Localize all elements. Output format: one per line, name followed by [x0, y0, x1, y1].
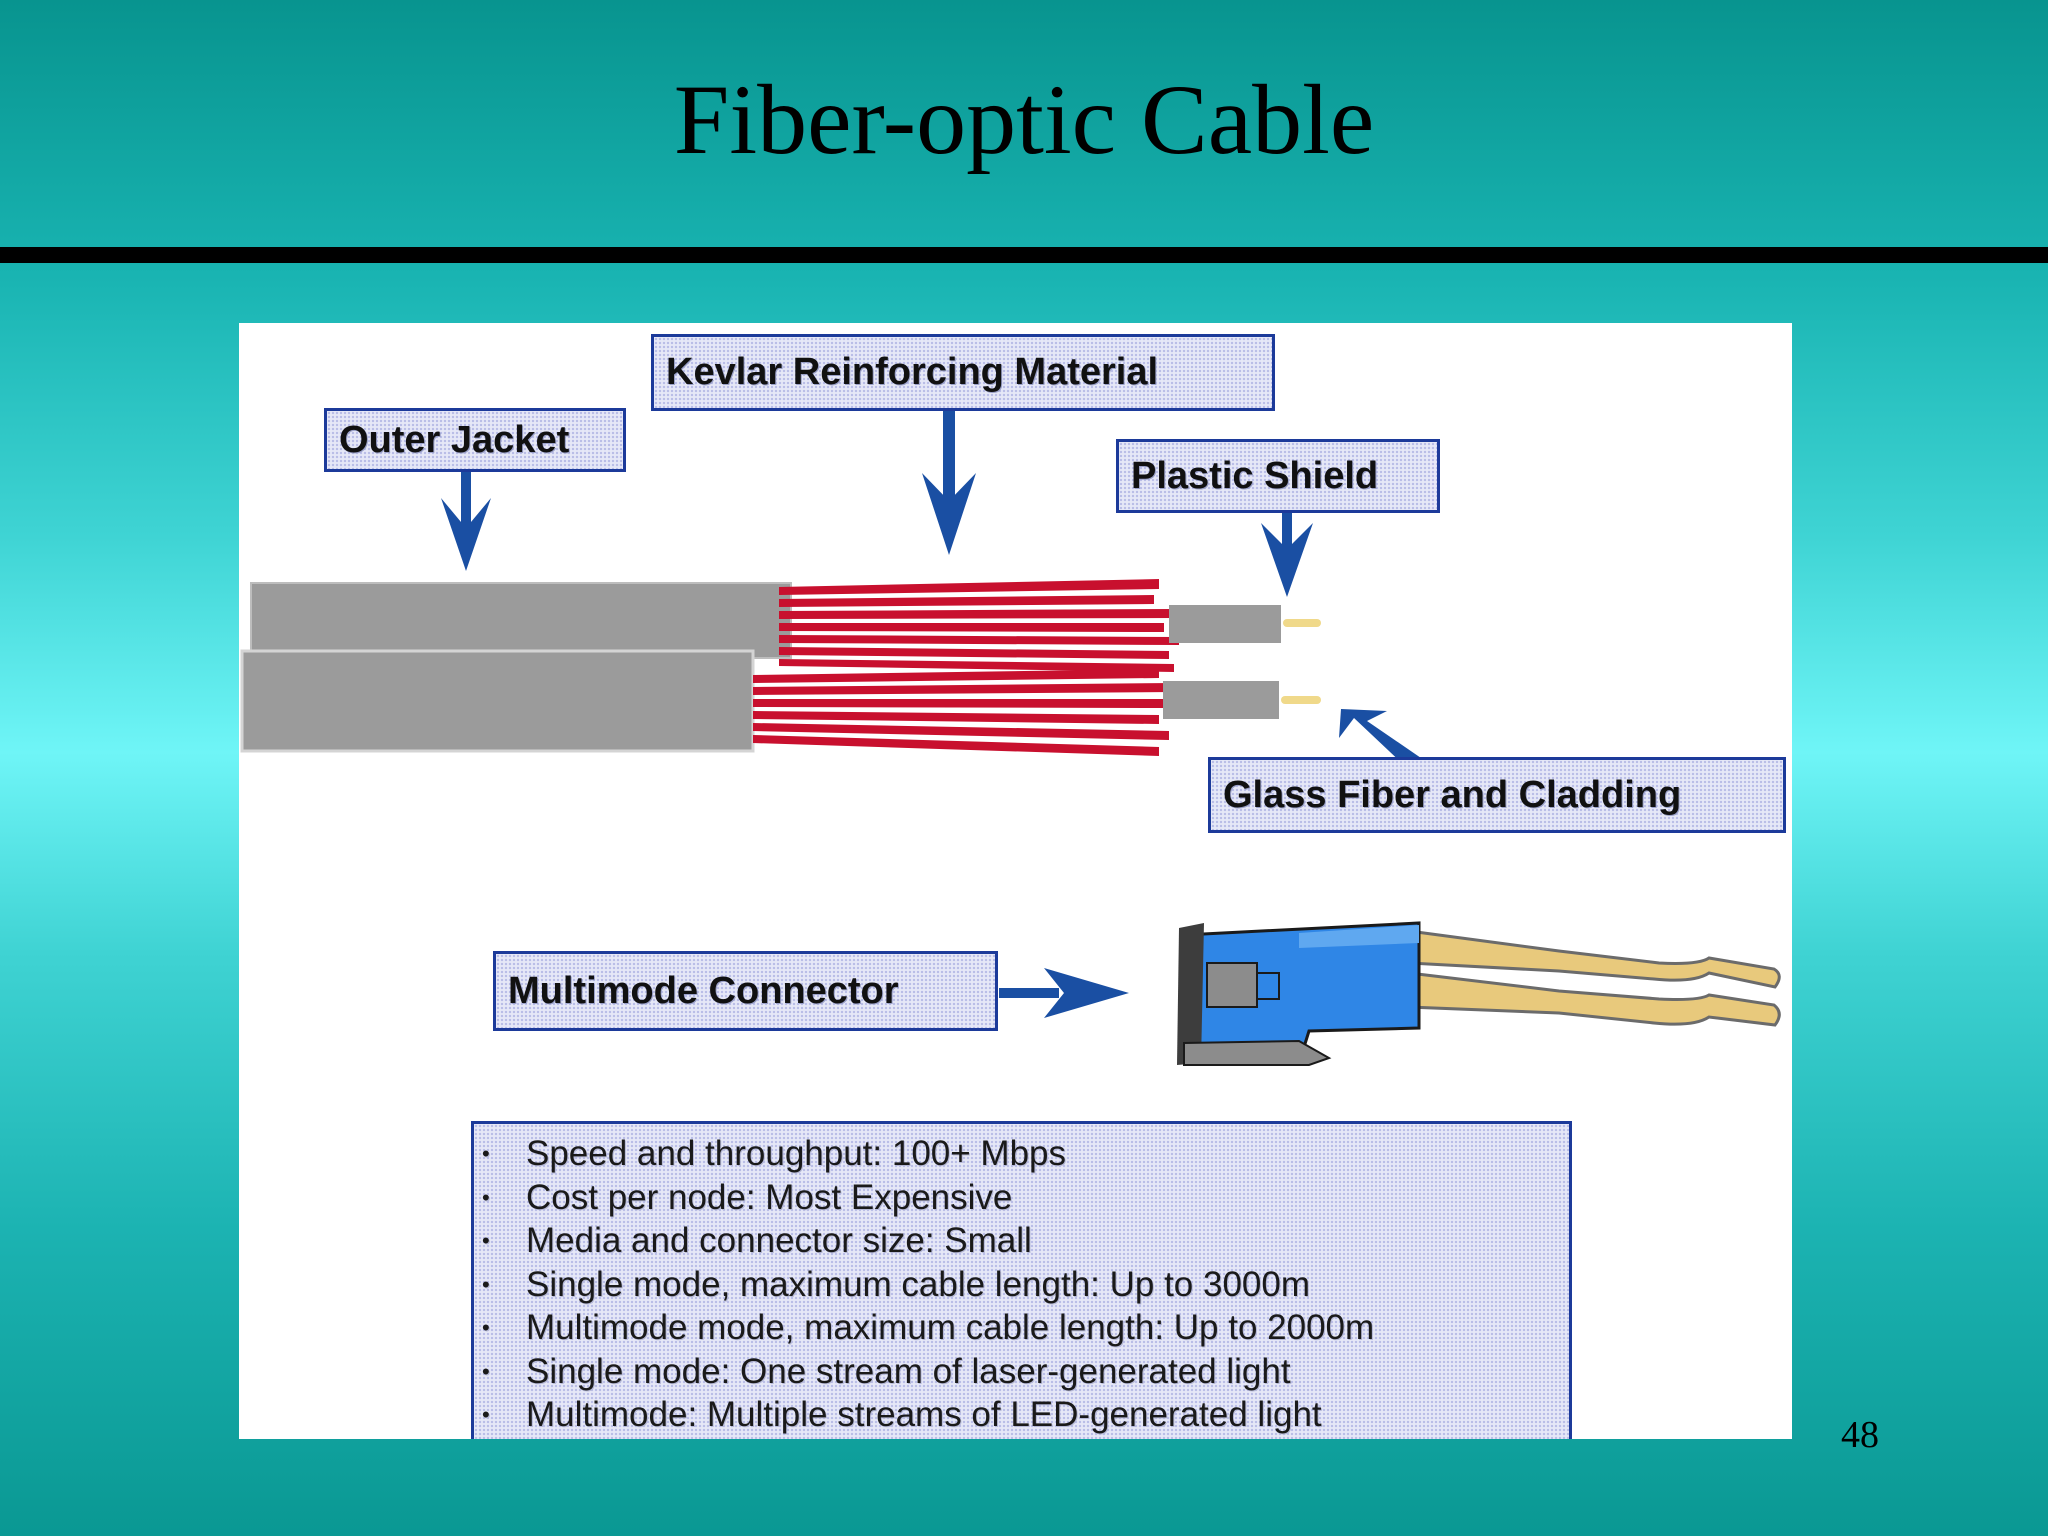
callout-arrows — [441, 411, 1421, 1018]
callout-glass-fiber: Glass Fiber and Cladding — [1208, 757, 1786, 833]
multimode-connector-graphic — [1177, 921, 1781, 1066]
spec-item: • Multimode mode, maximum cable length: U… — [478, 1306, 1569, 1350]
glass-fiber-tips — [1281, 619, 1321, 704]
cable-specs-box: • Speed and throughput: 100+ Mbps • Cost p… — [471, 1121, 1572, 1439]
callout-plastic-shield: Plastic Shield — [1116, 439, 1440, 513]
spec-text: Media and connector size: Small — [526, 1221, 1032, 1260]
spec-text: Speed and throughput: 100+ Mbps — [526, 1134, 1067, 1173]
spec-item: • Single mode, maximum cable length: Up t… — [478, 1263, 1569, 1307]
spec-text: Multimode: Multiple streams of LED-gener… — [526, 1395, 1322, 1434]
slide-title: Fiber-optic Cable — [673, 64, 1375, 175]
spec-item: • Media and connector size: Small — [478, 1219, 1569, 1263]
spec-text: Single mode, maximum cable length: Up to… — [526, 1264, 1311, 1304]
spec-text: Multimode mode, maximum cable length: Up… — [526, 1308, 1375, 1347]
outer-jacket-arrow — [441, 468, 491, 571]
bullet-icon: • — [482, 1402, 490, 1427]
kevlar-arrow — [922, 411, 976, 555]
bullet-icon: • — [482, 1184, 490, 1210]
bullet-icon: • — [482, 1315, 490, 1340]
kevlar-strands-lower — [753, 669, 1174, 756]
spec-item: • Multimode: Multiple streams of LED-gene… — [478, 1393, 1569, 1437]
cable-illustration — [240, 411, 1781, 1066]
multimode-connector-arrow — [999, 968, 1129, 1018]
page-number: 48 — [1841, 1414, 1879, 1456]
kevlar-strands-upper — [779, 579, 1179, 672]
plastic-shield-lower — [1163, 681, 1279, 719]
spec-text: Cost per node: Most Expensive — [526, 1177, 1013, 1217]
spec-item: • Cost per node: Most Expensive — [478, 1176, 1569, 1220]
plastic-shield-upper — [1169, 605, 1281, 643]
spec-item: • Speed and throughput: 100+ Mbps — [478, 1132, 1569, 1176]
outer-jacket-upper — [250, 582, 792, 659]
plastic-shield-arrow — [1261, 511, 1313, 597]
bullet-icon: • — [482, 1358, 490, 1384]
outer-jacket-lower — [240, 649, 755, 753]
connector-fiber-upper — [1407, 929, 1781, 989]
cable-diagram: Outer Jacket Kevlar Reinforcing Material… — [239, 323, 1792, 1439]
specs-list: • Speed and throughput: 100+ Mbps • Cost p… — [478, 1132, 1569, 1437]
spec-text: Single mode: One stream of laser-generat… — [526, 1351, 1291, 1391]
bullet-icon: • — [482, 1271, 490, 1297]
callout-multimode-connector: Multimode Connector — [493, 951, 998, 1031]
spec-item: • Single mode: One stream of laser-genera… — [478, 1350, 1569, 1394]
bullet-icon: • — [482, 1141, 490, 1166]
bullet-icon: • — [482, 1228, 490, 1253]
title-divider — [0, 247, 2048, 263]
glass-fiber-arrow — [1339, 709, 1421, 768]
callout-kevlar: Kevlar Reinforcing Material — [651, 334, 1275, 411]
connector-fiber-lower — [1407, 971, 1781, 1027]
callout-outer-jacket: Outer Jacket — [324, 408, 626, 472]
